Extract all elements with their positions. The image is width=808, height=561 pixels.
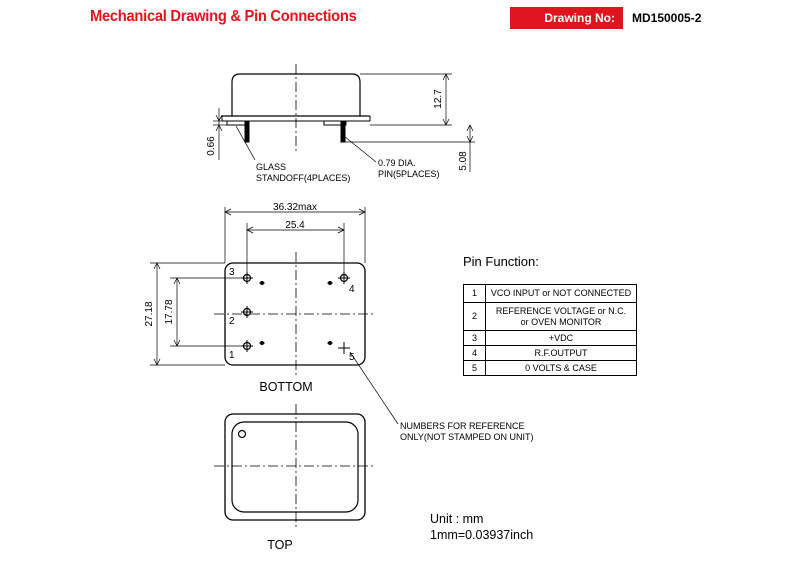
table-row: 3 +VDC <box>463 330 637 346</box>
pin-function-table: 1 VCO INPUT or NOT CONNECTED 2 REFERENCE… <box>463 284 637 376</box>
pin-5 <box>338 342 350 354</box>
pin-num-cell: 5 <box>463 360 486 376</box>
glass-label-1: GLASS <box>256 162 286 172</box>
top-view-label: TOP <box>267 538 292 552</box>
dim-side-height: 12.7 <box>433 89 444 109</box>
pin-function-cell: R.F.OUTPUT <box>485 345 637 361</box>
pin-function-line: REFERENCE VOLTAGE or N.C. <box>495 305 627 316</box>
pin-function-line: or OVEN MONITOR <box>520 316 602 327</box>
dim-side-standoff: 0.66 <box>206 136 217 156</box>
dim-bottom-width: 36.32max <box>273 202 317 213</box>
pin-num-cell: 3 <box>463 330 486 346</box>
side-view <box>213 64 475 172</box>
pin-2 <box>241 306 253 318</box>
table-row: 4 R.F.OUTPUT <box>463 345 637 361</box>
dim-bottom-pin-spacing: 25.4 <box>285 220 305 231</box>
pin-function-cell: +VDC <box>485 330 637 346</box>
pin-number-4: 4 <box>349 284 355 295</box>
reference-note-1: NUMBERS FOR REFERENCE <box>400 421 525 431</box>
table-row: 1 VCO INPUT or NOT CONNECTED <box>463 284 637 303</box>
pin-number-5: 5 <box>349 352 355 363</box>
pin-function-cell: REFERENCE VOLTAGE or N.C. or OVEN MONITO… <box>485 302 637 331</box>
drawing-number: MD150005-2 <box>632 11 702 25</box>
pin-num-cell: 1 <box>463 284 486 303</box>
pin-3 <box>241 272 253 284</box>
pin-number-3: 3 <box>229 267 235 278</box>
drawing-number-label: Drawing No: <box>544 11 615 25</box>
bottom-view-label: BOTTOM <box>259 380 312 394</box>
drawing-title: Mechanical Drawing & Pin Connections <box>90 8 357 25</box>
pin-function-title: Pin Function: <box>463 254 539 269</box>
dim-side-pin-length: 5.08 <box>458 151 469 171</box>
pin-function-cell: VCO INPUT or NOT CONNECTED <box>485 284 637 303</box>
dim-bottom-inner-height: 17.78 <box>164 299 175 324</box>
dim-bottom-height: 27.18 <box>144 301 155 326</box>
pin-dia-label-1: 0.79 DIA. <box>378 158 416 168</box>
pin-4 <box>338 272 350 284</box>
top-view <box>214 404 376 530</box>
pin-1 <box>241 340 253 352</box>
units-line-1: Unit : mm <box>430 512 484 526</box>
pin-num-cell: 2 <box>463 302 486 331</box>
bottom-view <box>150 207 376 376</box>
units-line-2: 1mm=0.03937inch <box>430 528 534 542</box>
pin-number-2: 2 <box>229 316 235 327</box>
table-row: 2 REFERENCE VOLTAGE or N.C. or OVEN MONI… <box>463 302 637 331</box>
units-note: Unit : mm 1mm=0.03937inch <box>430 511 533 543</box>
pin-num-cell: 4 <box>463 345 486 361</box>
reference-note-2: ONLY(NOT STAMPED ON UNIT) <box>400 432 534 442</box>
glass-label-2: STANDOFF(4PLACES) <box>256 173 350 183</box>
pin-function-cell: 0 VOLTS & CASE <box>485 360 637 376</box>
pin-number-1: 1 <box>229 350 235 361</box>
note-leader <box>349 351 399 425</box>
table-row: 5 0 VOLTS & CASE <box>463 360 637 376</box>
drawing-number-badge: Drawing No: <box>510 7 623 29</box>
pin-dia-label-2: PIN(5PLACES) <box>378 169 440 179</box>
standoff-markers <box>259 281 333 345</box>
